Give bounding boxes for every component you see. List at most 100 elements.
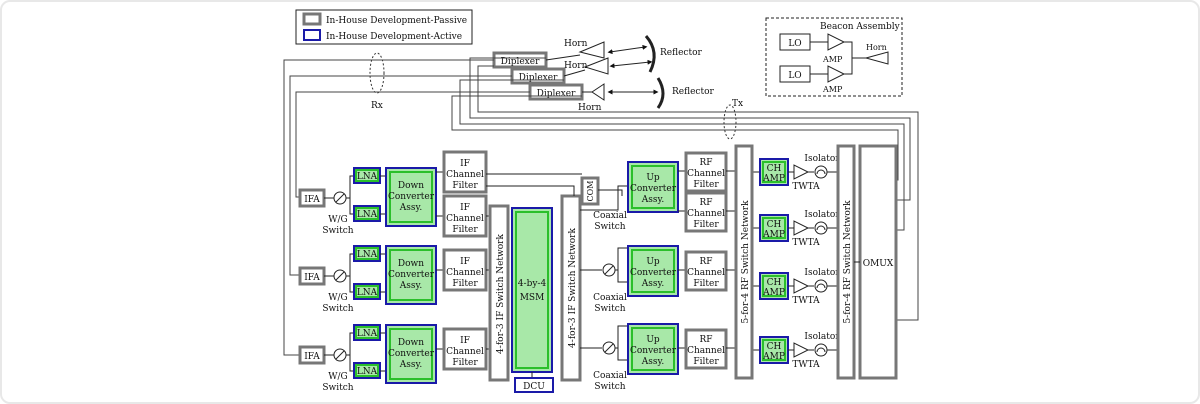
rf-switch-network-out-label: 5-for-4 RF Switch Network [843, 200, 853, 324]
tx-chains: CoaxialSwitchUpConverterAssy.RFChannelFi… [580, 151, 840, 392]
legend-passive-label: In-House Development-Passive [326, 16, 467, 26]
rf-filter-box-1-1 [684, 151, 728, 193]
ch-amp-box-2 [759, 214, 789, 242]
twta-label-3: TWTA [792, 296, 820, 306]
ifa-label-3: IFA [304, 352, 320, 362]
isolator-icon-2 [814, 221, 828, 235]
reflector-1-label: Reflector [660, 48, 703, 58]
wg-switch-label-2-1: W/G [328, 293, 347, 303]
legend-active-label: In-House Development-Active [326, 32, 462, 42]
reflector-2 [656, 77, 665, 109]
ch-amp-label-1-2: AMP [762, 174, 785, 184]
beacon-amp-1-label: AMP [822, 55, 843, 64]
coaxial-switch-label-3-1: Coaxial [593, 371, 627, 381]
lna-label-1-1: LNA [357, 172, 378, 182]
wg-switch-label-3-1: W/G [328, 372, 347, 382]
up-converter-label-3-1: Up [646, 335, 660, 345]
diplexer-2-label: Diplexer [519, 73, 558, 83]
rx-row-1: IFAW/GSwitchLNALNADownConverterAssy.IFCh… [298, 150, 490, 238]
if-filter-label-2-1-2: Channel [446, 268, 484, 278]
if-switch-network-out: 4-for-3 IF Switch Network [560, 194, 582, 382]
dcu-label: DCU [523, 382, 545, 392]
up-converter-box-1 [627, 161, 679, 213]
msm-label-2: MSM [520, 293, 545, 303]
ifa-label-2: IFA [304, 273, 320, 283]
wg-switch-label-2-2: Switch [322, 304, 353, 314]
ch-amp-label-3-1: CH [767, 278, 782, 288]
twta-label-2: TWTA [792, 238, 820, 248]
if-filter-box-3-1 [442, 327, 488, 371]
up-converter-label-1-2: Converter [630, 184, 677, 194]
if-filter-label-1-1-1: IF [460, 159, 470, 169]
if-filter-box-1-2 [442, 194, 488, 238]
twta-label-1: TWTA [792, 182, 820, 192]
tx-row-1: CoaxialSwitchUpConverterAssy.RFChannelFi… [580, 151, 736, 233]
beacon-title: Beacon Assembly [820, 22, 901, 32]
horn-3 [591, 83, 605, 101]
beacon-assembly: Beacon Assembly LO LO AMP AMP Horn [765, 17, 903, 97]
reflector-1 [644, 35, 656, 73]
down-converter-label-2-2: Converter [388, 270, 435, 280]
rf-filter-box-1-2 [684, 191, 728, 233]
up-converter-label-2-3: Assy. [641, 279, 665, 289]
isolator-label-3: Isolator [804, 268, 840, 278]
if-filter-label-1-2-2: Channel [446, 214, 484, 224]
horn-1 [578, 41, 605, 59]
isolator-label-1: Isolator [804, 154, 840, 164]
rx-label: Rx [371, 101, 383, 111]
coaxial-switch-label-3-2: Switch [594, 382, 625, 392]
lna-label-1-2: LNA [357, 210, 378, 220]
down-converter-label-3-1: Down [398, 338, 424, 348]
ch-amp-label-4-1: CH [767, 342, 782, 352]
if-switch-network-in: 4-for-3 IF Switch Network [488, 204, 510, 382]
isolator-icon-4 [814, 343, 828, 357]
if-filter-label-3-1-2: Channel [446, 347, 484, 357]
tx-row-2: CoaxialSwitchUpConverterAssy.RFChannelFi… [580, 245, 736, 314]
ch-amp-label-2-1: CH [767, 220, 782, 230]
wg-switch-label-1-2: Switch [322, 226, 353, 236]
isolator-label-2: Isolator [804, 210, 840, 220]
if-filter-label-1-2-3: Filter [452, 225, 478, 235]
rf-filter-label-1-2-1: RF [699, 198, 712, 208]
beacon-lo-2-label: LO [788, 71, 801, 81]
rf-switch-network-out: 5-for-4 RF Switch Network [836, 144, 856, 380]
if-filter-label-1-1-3: Filter [452, 181, 478, 191]
coaxial-switch-label-1-1: Coaxial [593, 211, 627, 221]
ifa-label-1: IFA [304, 195, 320, 205]
if-filter-label-1-2-1: IF [460, 203, 470, 213]
wg-switch-label-1-1: W/G [328, 215, 347, 225]
beacon-amp-2-symbol [827, 65, 846, 83]
rf-filter-label-1-2-2: Channel [687, 209, 725, 219]
if-filter-box-1-1 [442, 150, 488, 194]
lna-label-3-2: LNA [357, 367, 378, 377]
down-converter-label-2-1: Down [398, 259, 424, 269]
if-filter-label-2-1-3: Filter [452, 279, 478, 289]
if-switch-network-in-box [488, 204, 510, 382]
if-switch-network-out-label: 4-for-3 IF Switch Network [568, 228, 578, 348]
rx-row-2: IFAW/GSwitchLNALNADownConverterAssy.IFCh… [298, 245, 490, 314]
if-filter-label-3-1-1: IF [460, 336, 470, 346]
ch-amp-label-1-1: CH [767, 164, 782, 174]
rf-filter-label-3-1-3: Filter [693, 357, 719, 367]
if-filter-label-2-1-1: IF [460, 257, 470, 267]
down-converter-label-3-2: Converter [388, 349, 435, 359]
horn-1-label: Horn [564, 39, 588, 49]
rx-row-3: IFAW/GSwitchLNALNADownConverterAssy.IFCh… [298, 324, 490, 393]
down-converter-box-3 [385, 324, 437, 384]
tx-bundle-marker [723, 104, 737, 140]
rf-filter-label-1-1-2: Channel [687, 169, 725, 179]
up-converter-label-1-3: Assy. [641, 195, 665, 205]
ch-amp-label-2-2: AMP [762, 230, 785, 240]
coaxial-switch-label-1-2: Switch [594, 222, 625, 232]
ch-amp-label-3-2: AMP [762, 288, 785, 298]
rf-switch-network-in-box [734, 144, 754, 380]
lna-label-3-1: LNA [357, 329, 378, 339]
com: COM [486, 173, 623, 206]
up-converter-label-3-3: Assy. [641, 357, 665, 367]
rf-filter-label-1-1-3: Filter [693, 180, 719, 190]
dcu-box [514, 377, 554, 393]
